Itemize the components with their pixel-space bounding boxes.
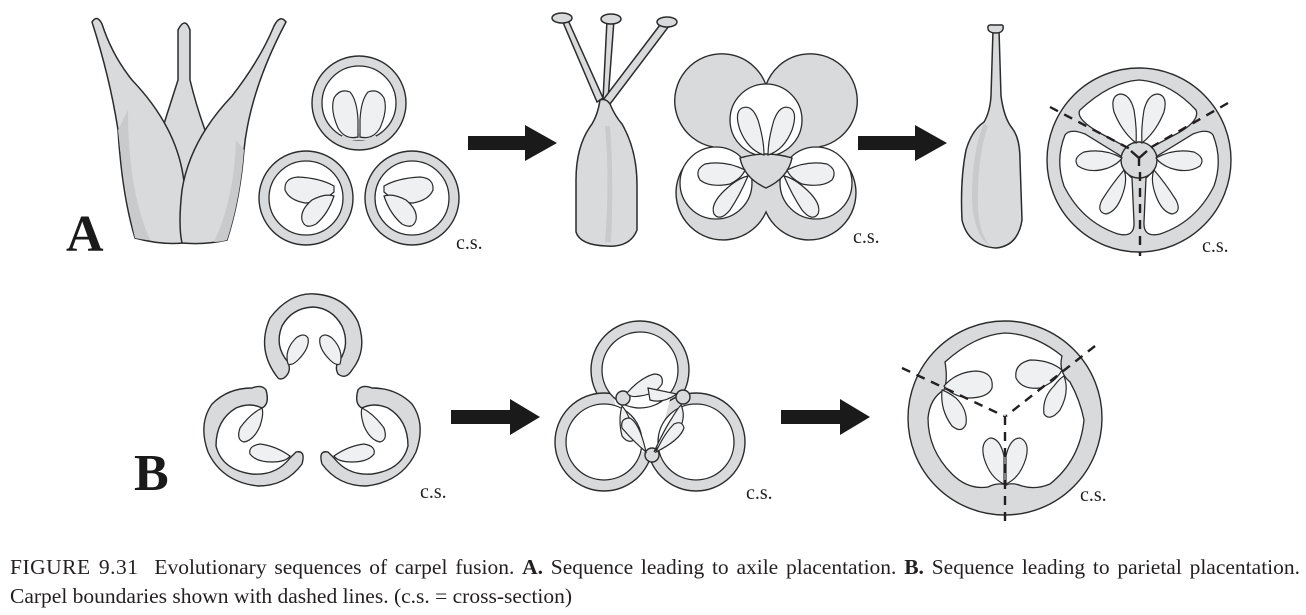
carpel-fusion-figure: A — [66, 12, 1232, 528]
cs-label-a1: c.s. — [456, 232, 483, 254]
caption-intro: Evolutionary sequences of carpel fusion. — [154, 555, 515, 579]
caption-part-a-label: A. — [522, 555, 543, 579]
parietal-placentation-cross-section: c.s. — [901, 320, 1107, 528]
marginally-fused-cross-section: c.s. — [554, 320, 773, 504]
caption-part-b-label: B. — [904, 555, 924, 579]
cs-label-a2: c.s. — [853, 226, 880, 248]
panel-a: A — [66, 12, 1232, 263]
arrow-right-icon — [468, 125, 557, 161]
cs-label-a3: c.s. — [1202, 235, 1229, 257]
carpel-section-top — [311, 55, 407, 151]
syncarpous-pistil-single-style — [960, 24, 1023, 249]
panel-a-label: A — [66, 206, 104, 263]
panel-b-label: B — [134, 445, 169, 502]
caption-part-a-text: Sequence leading to axile placentation. — [550, 555, 897, 579]
free-carpels-side-view — [91, 17, 287, 245]
free-carpels-cross-section: c.s. — [258, 55, 483, 254]
arrow-right-icon — [858, 125, 947, 161]
syncarpous-pistil-free-styles — [551, 12, 678, 247]
open-carpels-cross-section: c.s. — [203, 293, 447, 503]
arrow-right-icon — [781, 399, 870, 435]
axile-placentation-cross-section: c.s. — [1046, 67, 1232, 257]
cs-label-b2: c.s. — [746, 482, 773, 504]
figure-number: FIGURE 9.31 — [10, 555, 139, 579]
arrow-right-icon — [451, 399, 540, 435]
caption-part-b-text: Sequence leading to parietal placentatio… — [10, 555, 1301, 608]
carpel-section-left — [258, 150, 354, 246]
cs-label-b1: c.s. — [420, 481, 447, 503]
partially-fused-cross-section: c.s. — [674, 53, 880, 248]
carpel-section-right — [364, 150, 460, 246]
figure-caption: FIGURE 9.31 Evolutionary sequences of ca… — [10, 553, 1300, 611]
panel-b: B c.s. — [134, 293, 1107, 528]
cs-label-b3: c.s. — [1080, 484, 1107, 506]
